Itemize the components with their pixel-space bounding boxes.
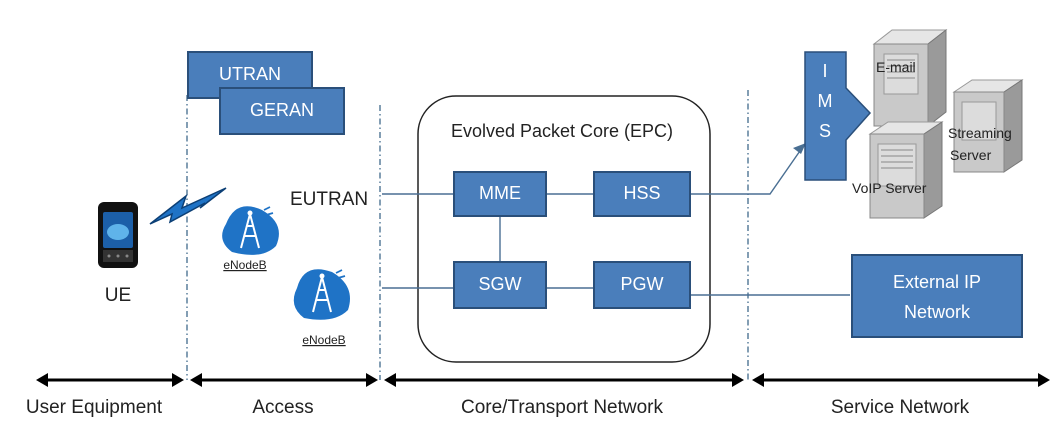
enodeb-icon-1 <box>222 206 279 255</box>
domain-label-service: Service Network <box>831 397 970 418</box>
streaming-server-label-2: Server <box>950 147 992 163</box>
external-ip-label-2: Network <box>904 302 971 322</box>
mme-box: MME <box>453 171 547 217</box>
lightning-bolt-icon <box>149 187 227 225</box>
server-icon-streaming <box>952 79 1024 173</box>
enodeb-icon-2 <box>293 269 350 320</box>
ims-arrow-box: I M S <box>804 51 872 181</box>
mme-label: MME <box>479 183 521 203</box>
pgw-label: PGW <box>621 274 664 294</box>
pgw-box: PGW <box>593 261 691 309</box>
enodeb-label-1: eNodeB <box>223 258 266 272</box>
ims-letter-s: S <box>819 121 831 141</box>
sgw-box: SGW <box>453 261 547 309</box>
hss-label: HSS <box>623 183 660 203</box>
epc-label: Evolved Packet Core (EPC) <box>451 121 673 141</box>
ue-label: UE <box>105 285 131 306</box>
server-icon-email <box>872 28 948 128</box>
enodeb-label-2: eNodeB <box>302 333 345 347</box>
external-ip-label-1: External IP <box>893 272 981 292</box>
email-server-label: E-mail <box>876 59 916 75</box>
server-icon-voip <box>868 121 944 219</box>
domain-label-access: Access <box>252 397 313 418</box>
geran-box: GERAN <box>219 87 345 135</box>
voip-server-label: VoIP Server <box>852 180 927 196</box>
external-ip-network-box: External IP Network <box>851 254 1023 338</box>
domain-label-user-equipment: User Equipment <box>26 397 163 418</box>
arrow-to-ims <box>793 143 806 154</box>
streaming-server-label-1: Streaming <box>948 125 1012 141</box>
domain-label-core: Core/Transport Network <box>461 397 664 418</box>
geran-label: GERAN <box>250 100 314 120</box>
eutran-label: EUTRAN <box>290 189 368 210</box>
phone-icon <box>98 202 138 268</box>
ims-letter-m: M <box>818 91 833 111</box>
domain-axis <box>36 373 1050 387</box>
sgw-label: SGW <box>479 274 522 294</box>
ims-letter-i: I <box>822 61 827 81</box>
link-hss-ims <box>690 147 803 195</box>
hss-box: HSS <box>593 171 691 217</box>
utran-label: UTRAN <box>219 64 281 84</box>
